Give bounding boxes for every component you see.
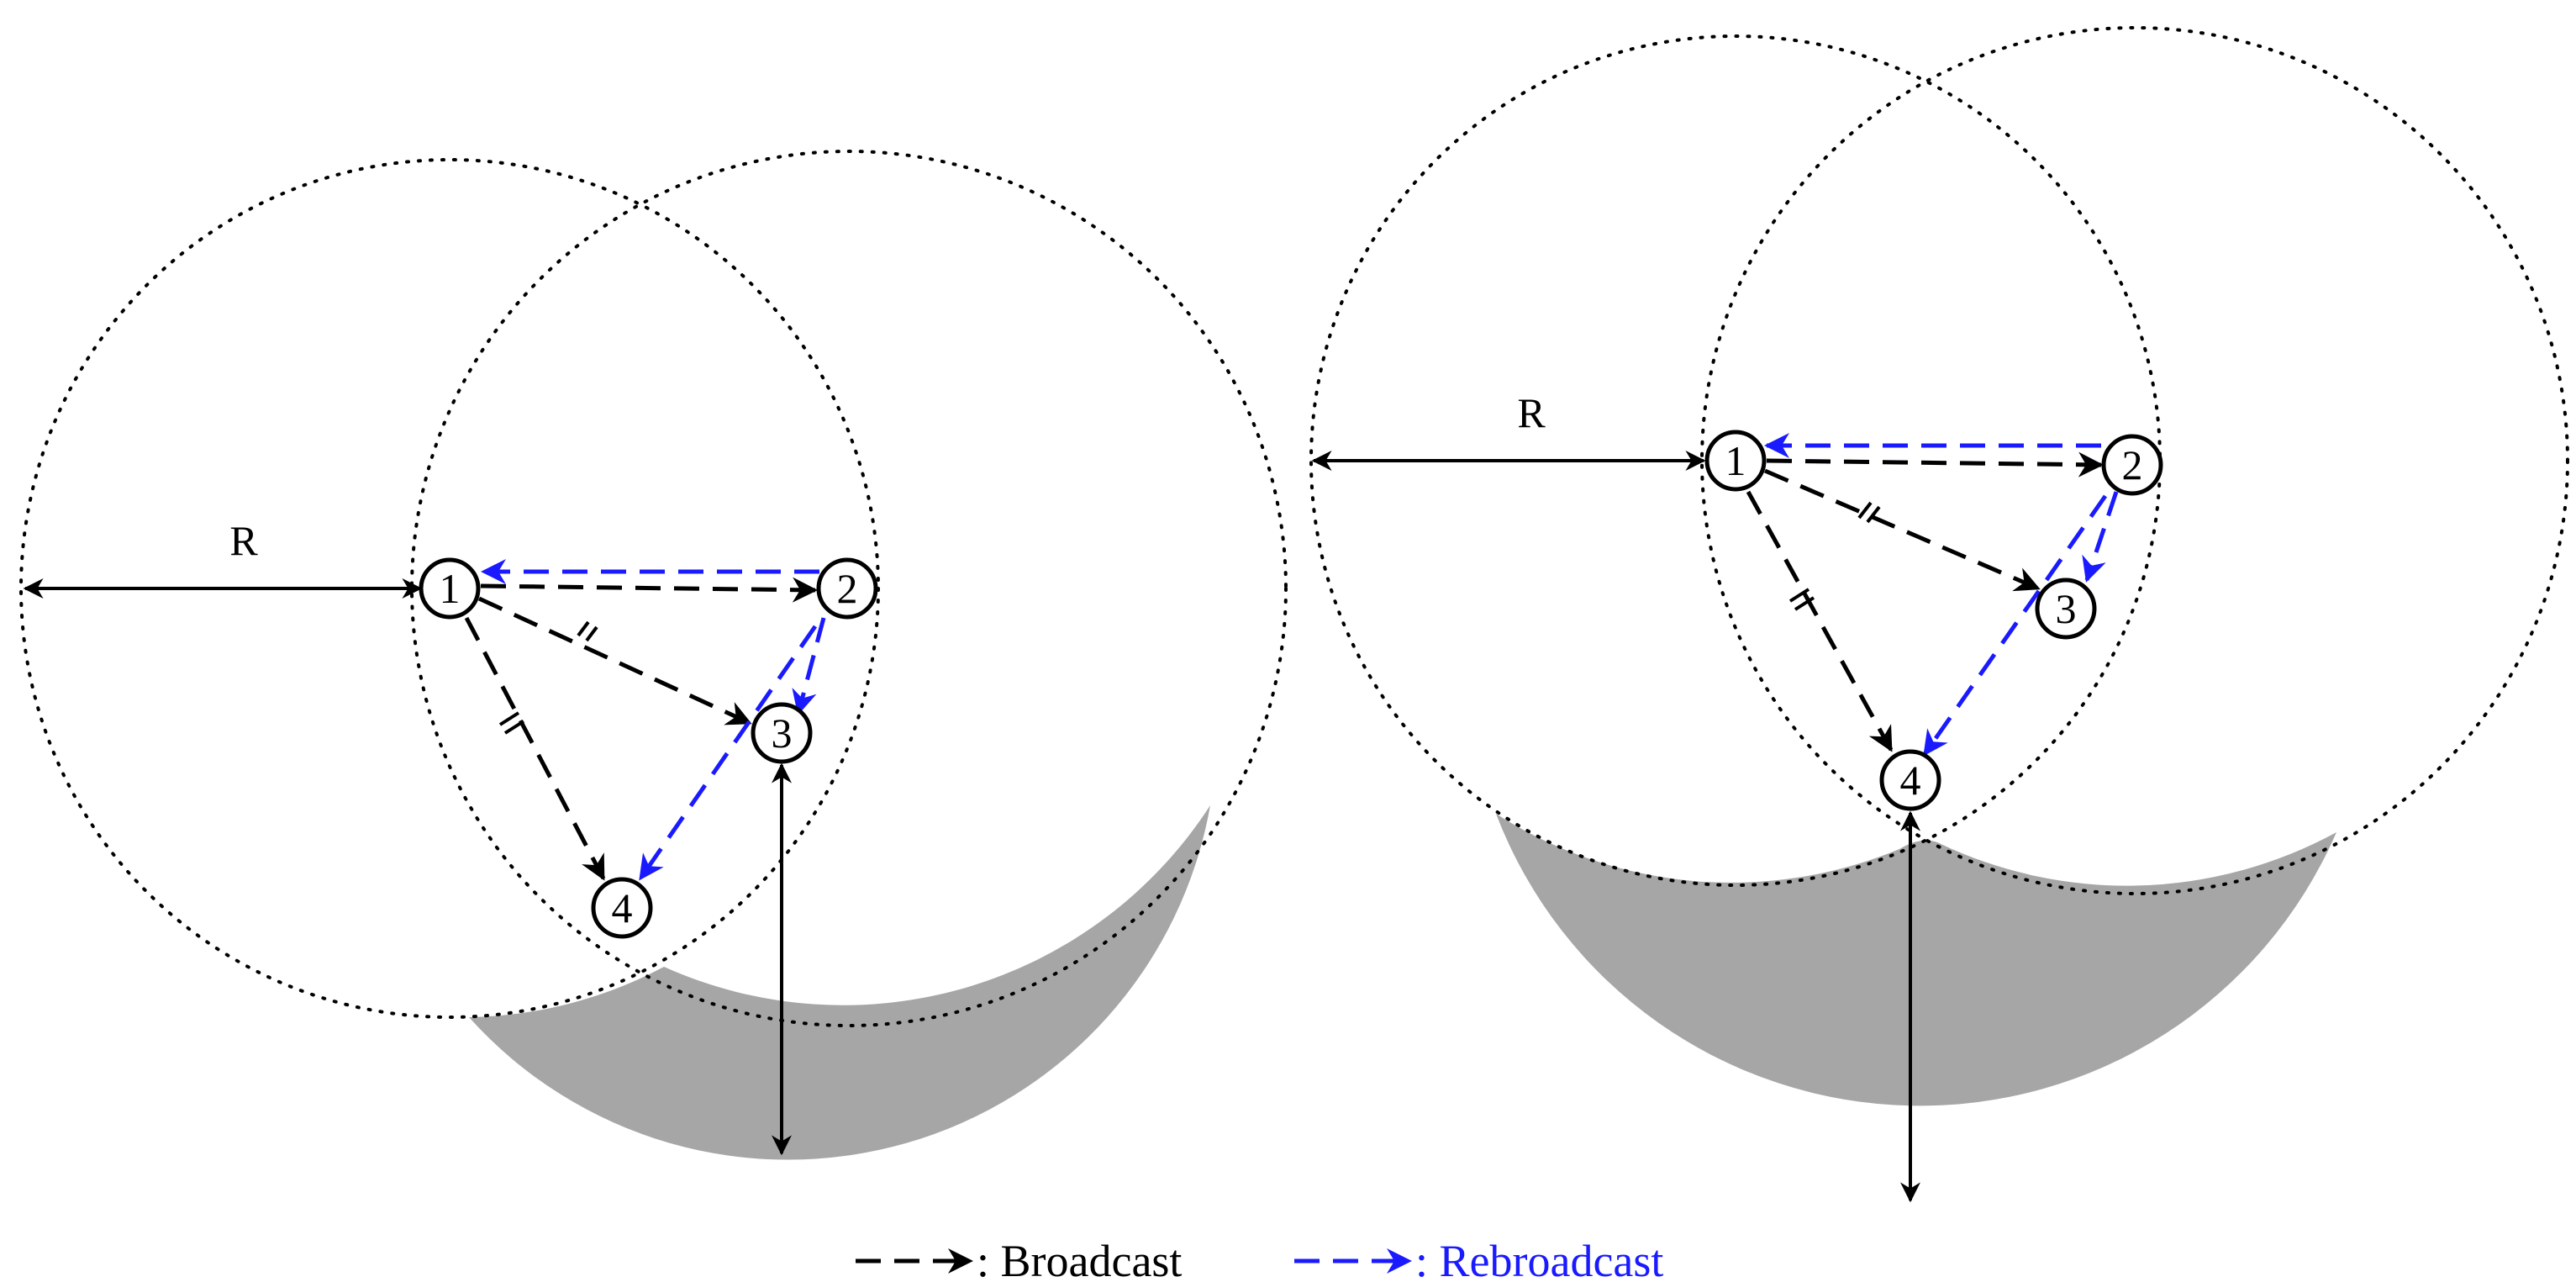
right-broadcast-1-to-2: [1766, 451, 2104, 477]
right-equal-ticks-1-4: [1788, 588, 1815, 611]
legend-rebroadcast: : Rebroadcast: [1294, 1236, 1663, 1282]
left-rebroadcast-2-to-3: [792, 617, 826, 715]
right-rebroadcast-2-to-3: [2082, 491, 2119, 583]
right-node-2: 2: [2101, 434, 2163, 496]
svg-text:4: 4: [1900, 757, 1921, 804]
right-node-1: 1: [1704, 430, 1767, 492]
left-node-3: 3: [751, 702, 813, 764]
left-equal-ticks-1-3: [577, 620, 598, 642]
left-radius-label: R: [229, 517, 258, 564]
svg-text:1: 1: [440, 565, 461, 612]
left-broadcast-1-to-4: [464, 616, 606, 881]
left-equal-ticks-1-4: [498, 711, 525, 735]
legend-broadcast-label: : Broadcast: [977, 1236, 1182, 1282]
right-range-circle-2: [1700, 26, 2569, 895]
left-range-circle-2: [410, 150, 1288, 1027]
left-rebroadcast-2-to-4: [638, 625, 818, 881]
right-radius-label: R: [1517, 389, 1546, 436]
legend: : Broadcast : Rebroadcast: [856, 1236, 1663, 1282]
legend-rebroadcast-label: : Rebroadcast: [1415, 1236, 1663, 1282]
left-node-4: 4: [591, 877, 653, 939]
svg-text:2: 2: [2122, 441, 2143, 488]
left-broadcast-1-to-3: [477, 596, 752, 725]
svg-text:4: 4: [612, 884, 633, 931]
right-broadcast-1-to-4: [1746, 490, 1894, 752]
right-node-3: 3: [2035, 578, 2097, 640]
right-node-4: 4: [1879, 749, 1941, 811]
svg-text:1: 1: [1725, 437, 1746, 484]
right-broadcast-1-to-3: [1764, 468, 2041, 592]
svg-text:3: 3: [2056, 585, 2077, 632]
left-panel: R 1 2 3: [19, 150, 1288, 1160]
legend-broadcast: : Broadcast: [856, 1236, 1182, 1282]
right-equal-ticks-1-3: [1857, 501, 1881, 524]
right-panel: R 1 2 3: [1309, 26, 2569, 1203]
svg-text:3: 3: [772, 710, 793, 757]
left-node-1: 1: [419, 557, 481, 620]
svg-text:2: 2: [837, 565, 858, 612]
right-rebroadcast-2-to-4: [1922, 494, 2108, 757]
left-node-2: 2: [816, 557, 878, 620]
right-shaded-region: [1496, 814, 2336, 1106]
left-shaded-region: [469, 805, 1210, 1160]
left-range-circle-1: [19, 158, 880, 1019]
left-broadcast-1-to-2: [480, 577, 818, 603]
